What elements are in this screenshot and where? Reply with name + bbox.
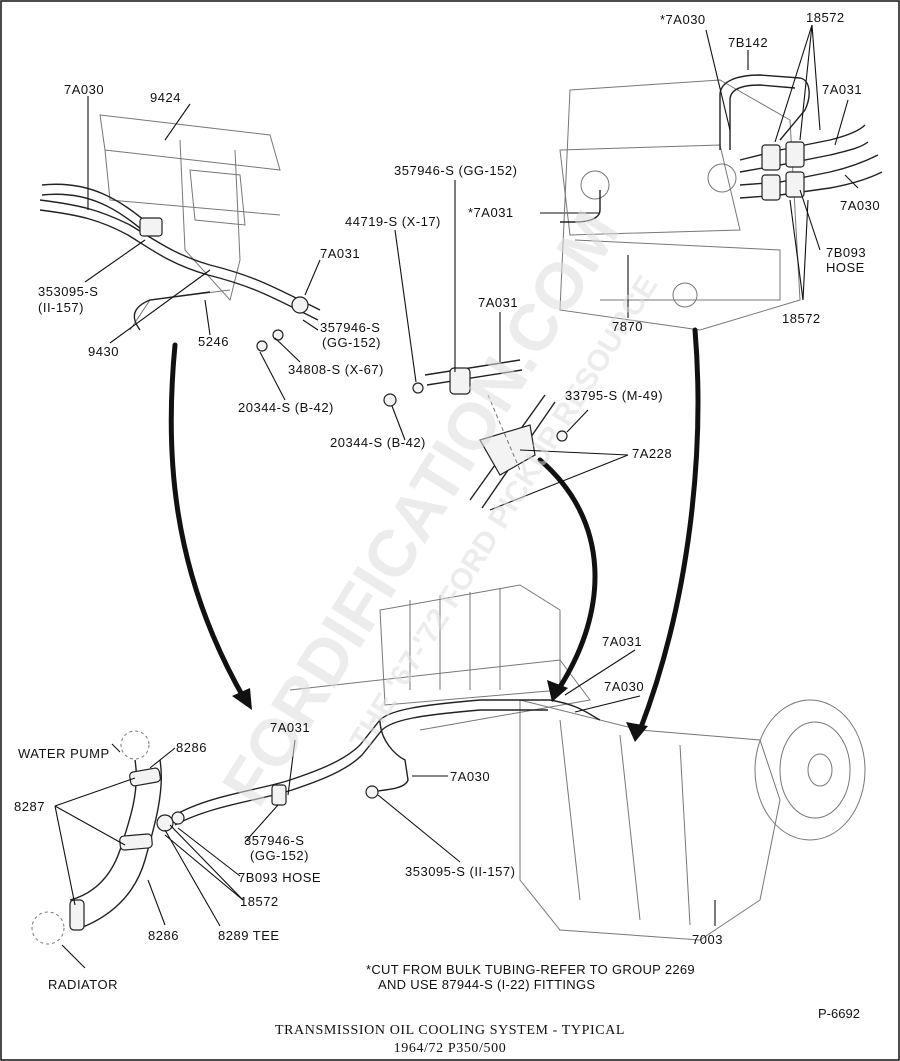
label-8286-bottom: 8286 — [148, 928, 179, 943]
label-353095-code-top-left: (II-157) — [38, 300, 84, 315]
watermark: FORDIFICATION.COM THE '67-'72 FORD PICKU… — [208, 198, 665, 818]
flow-arrows — [168, 327, 701, 742]
label-8287: 8287 — [14, 799, 45, 814]
middle-bracket-assembly — [383, 180, 629, 511]
label-7b093-hose-bottom: 7B093 HOSE — [238, 870, 321, 885]
label-7a031-bottom-left: 7A031 — [270, 720, 310, 735]
label-7a031-bottom-middle: 7A031 — [602, 634, 642, 649]
label-hose-top-right: HOSE — [826, 260, 865, 275]
note-line-1: *CUT FROM BULK TUBING-REFER TO GROUP 226… — [366, 962, 695, 977]
label-18572-top-right: 18572 — [806, 10, 845, 25]
label-8286-top: 8286 — [176, 740, 207, 755]
caption-subtitle: 1964/72 P350/500 — [394, 1041, 507, 1056]
label-357946-code-top-left: (GG-152) — [322, 335, 381, 350]
label-34808-s: 34808-S (X-67) — [288, 362, 384, 377]
caption-title: TRANSMISSION OIL COOLING SYSTEM - TYPICA… — [275, 1023, 625, 1038]
label-5246: 5246 — [198, 334, 229, 349]
figure-id: P-6692 — [818, 1006, 860, 1021]
label-20344-s-middle: 20344-S (B-42) — [330, 435, 426, 450]
label-357946-s-top-left: 357946-S — [320, 320, 380, 335]
label-9424: 9424 — [150, 90, 181, 105]
label-radiator: RADIATOR — [48, 977, 118, 992]
label-7a228: 7A228 — [632, 446, 672, 461]
label-20344-s-top-left: 20344-S (B-42) — [238, 400, 334, 415]
label-7a031-middle: 7A031 — [478, 295, 518, 310]
label-8289-tee: 8289 TEE — [218, 928, 280, 943]
label-7a031-top-right: 7A031 — [822, 82, 862, 97]
note-line-2: AND USE 87944-S (I-22) FITTINGS — [378, 977, 595, 992]
label-357946-s-middle: 357946-S (GG-152) — [394, 163, 517, 178]
label-7a030-bottom-middle: 7A030 — [604, 679, 644, 694]
label-7a030-bottom-left: 7A030 — [450, 769, 490, 784]
label-353095-s-top-left: 353095-S — [38, 284, 98, 299]
bottom-assembly — [31, 584, 866, 969]
label-water-pump: WATER PUMP — [18, 746, 110, 761]
label-7003: 7003 — [692, 932, 723, 947]
label-33795-s: 33795-S (M-49) — [565, 388, 663, 403]
label-7a030-star-top-right: *7A030 — [660, 12, 706, 27]
label-353095-s-bottom: 353095-S (II-157) — [405, 864, 515, 879]
label-7a031-star-middle: *7A031 — [468, 205, 514, 220]
label-7b142: 7B142 — [728, 35, 768, 50]
label-9430: 9430 — [88, 344, 119, 359]
label-7a030-top-left: 7A030 — [64, 82, 104, 97]
label-7870: 7870 — [612, 319, 643, 334]
label-357946-s-bottom: 357946-S — [244, 833, 304, 848]
label-7a031-top-left: 7A031 — [320, 246, 360, 261]
top-left-assembly — [39, 96, 321, 401]
label-357946-code-bottom: (GG-152) — [250, 848, 309, 863]
label-7b093-top-right: 7B093 — [826, 245, 866, 260]
label-18572-bottom-right: 18572 — [782, 311, 821, 326]
label-18572-bottom: 18572 — [240, 894, 279, 909]
top-right-transmission — [559, 24, 883, 331]
label-44719-s: 44719-S (X-17) — [345, 214, 441, 229]
label-7a030-top-right: 7A030 — [840, 198, 880, 213]
